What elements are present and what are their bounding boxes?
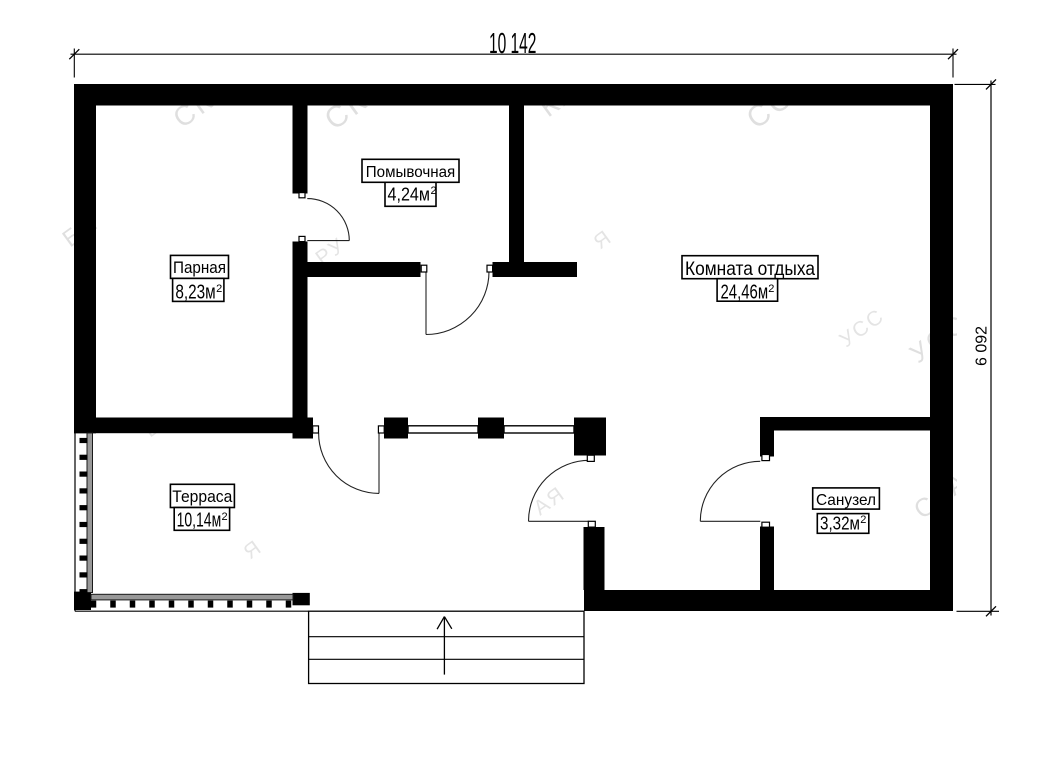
svg-text:Помывочная: Помывочная [366, 164, 456, 181]
svg-text:8,23м: 8,23м [175, 281, 215, 303]
svg-text:10 142: 10 142 [489, 28, 537, 60]
svg-text:Санузел: Санузел [816, 492, 876, 509]
svg-text:24,46м: 24,46м [721, 282, 769, 304]
svg-text:2: 2 [768, 283, 774, 295]
svg-text:6 092: 6 092 [974, 326, 991, 366]
svg-text:2: 2 [216, 283, 222, 295]
svg-text:4,24м: 4,24м [388, 183, 431, 204]
svg-text:2: 2 [222, 511, 228, 523]
svg-text:10,14м: 10,14м [177, 510, 222, 532]
svg-text:3,32м: 3,32м [820, 514, 860, 534]
svg-text:Комната отдыха: Комната отдыха [685, 258, 815, 280]
svg-text:Терраса: Терраса [172, 487, 233, 506]
svg-text:2: 2 [431, 185, 437, 197]
svg-text:Парная: Парная [173, 258, 226, 277]
svg-text:2: 2 [860, 514, 866, 526]
